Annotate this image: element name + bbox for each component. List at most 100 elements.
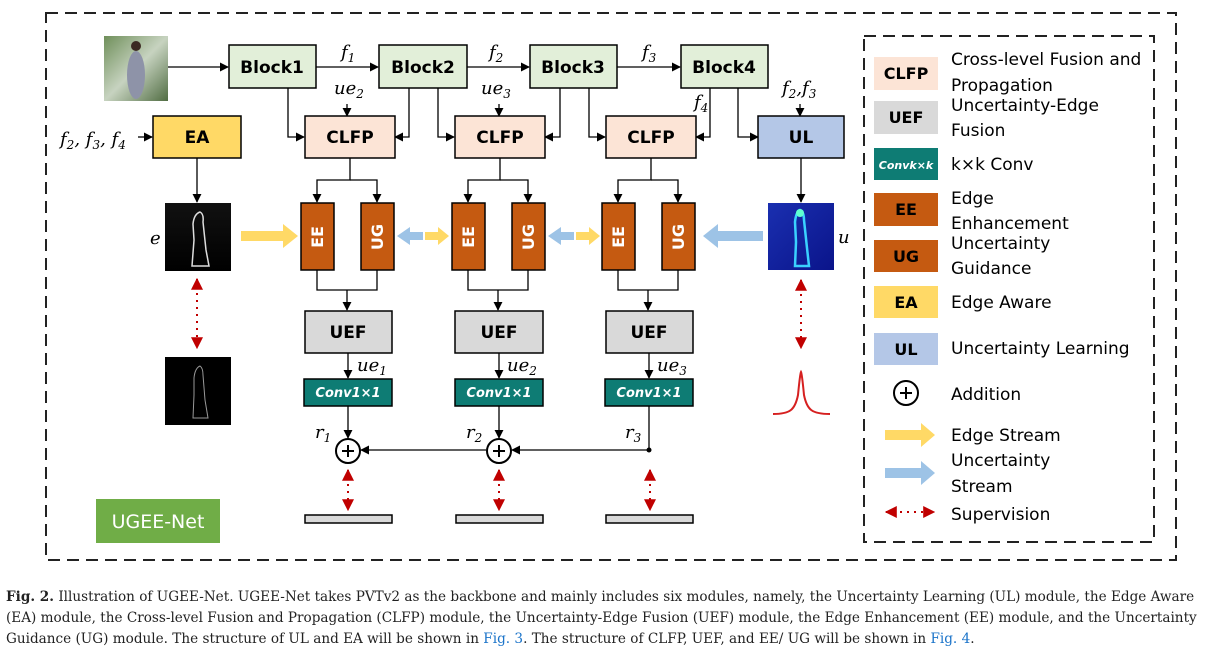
legend-text-ee-1: Edge: [951, 189, 994, 209]
clfp-2-label: CLFP: [476, 128, 523, 148]
r1-label: r1: [315, 422, 331, 445]
legend-swatch-ee: [874, 193, 938, 226]
output-maps: [304, 514, 694, 524]
ul-module: [757, 115, 845, 159]
ug-2-label: UG: [519, 224, 538, 250]
clfp-2: [454, 115, 546, 159]
legend-edge-stream-icon: [885, 423, 935, 447]
network-name-box: [96, 499, 220, 543]
legend-text-ee-2: Enhancement: [951, 214, 1069, 234]
ee-3-label: EE: [609, 226, 628, 248]
conv-2-label: Conv1×1: [466, 386, 531, 401]
ee-2-label: EE: [459, 226, 478, 248]
caption-text-1: Illustration of UGEE-Net. UGEE-Net takes…: [6, 589, 1197, 647]
ee-ug-modules: EE UG EE UG EE UG: [300, 202, 696, 271]
uncertainty-stream-arrow-1: [397, 227, 423, 245]
ug-3: [661, 202, 696, 271]
ea-ul-connectors: [138, 132, 806, 203]
ee-1-label: EE: [308, 226, 327, 248]
uncertainty-stream-arrow-3: [703, 224, 763, 248]
ea-module-label: EA: [185, 128, 211, 148]
figure-caption: Fig. 2. Illustration of UGEE-Net. UGEE-N…: [6, 587, 1220, 650]
legend-key-conv: Convk×k: [879, 159, 934, 172]
caption-fig-number: Fig. 2.: [6, 589, 54, 605]
outer-frame: [45, 12, 1177, 561]
ue3-label: ue3: [481, 78, 511, 101]
caption-link-fig3[interactable]: Fig. 3: [483, 631, 524, 647]
u-label: u: [838, 227, 850, 248]
network-name-label: UGEE-Net: [112, 511, 205, 533]
block4: [680, 44, 769, 89]
legend-swatch-conv: [874, 148, 938, 180]
conv-1-label: Conv1×1: [315, 386, 380, 401]
addition-nodes: [335, 438, 512, 464]
legend-text-edge-stream: Edge Stream: [951, 426, 1061, 446]
uef-3-label: UEF: [630, 323, 667, 343]
legend-text-uef-1: Uncertainty-Edge: [951, 96, 1099, 116]
clfp-to-eeug-connectors: [312, 158, 683, 203]
e-label: e: [150, 228, 161, 249]
uef-modules: UEF UEF UEF: [304, 310, 694, 354]
block1-label: Block1: [240, 58, 304, 78]
caption-text-3: .: [970, 631, 975, 647]
r3-label: r3: [625, 422, 642, 445]
legend-key-ea: EA: [894, 293, 918, 312]
block1: [228, 44, 317, 89]
clfp-1: [304, 115, 396, 159]
ue1-output-label: ue1: [357, 355, 387, 378]
block4-label: Block4: [692, 58, 756, 78]
block3: [529, 44, 618, 89]
output-bar-3: [605, 514, 694, 524]
backbone: Block1 Block2 Block3 Block4: [228, 44, 769, 89]
ue2-label: ue2: [334, 78, 364, 101]
uncertainty-map-image: [768, 203, 834, 270]
legend: CLFP Cross-level Fusion and Propagation …: [874, 50, 1141, 525]
legend-key-uef: UEF: [889, 108, 924, 127]
legend-text-clfp-1: Cross-level Fusion and: [951, 50, 1141, 70]
conv-2: [454, 378, 544, 407]
legend-text-addition: Addition: [951, 385, 1021, 405]
uef-to-conv-connectors: [343, 353, 654, 379]
legend-swatch-clfp: [874, 57, 938, 90]
legend-text-uncertainty-stream-1: Uncertainty: [951, 451, 1050, 471]
caption-link-fig4[interactable]: Fig. 4: [930, 631, 971, 647]
legend-key-ee: EE: [895, 200, 917, 219]
uef-2: [454, 310, 544, 354]
uef-3: [605, 310, 694, 354]
clfp-1-label: CLFP: [326, 128, 373, 148]
uef-1-label: UEF: [329, 323, 366, 343]
legend-swatch-ug: [874, 240, 938, 272]
f1-label: f1: [339, 42, 355, 65]
ug-2: [511, 202, 546, 271]
ee-1: [300, 202, 335, 271]
f2-label: f2: [487, 42, 503, 65]
clfp-connectors: [287, 88, 805, 142]
conv-modules: Conv1×1 Conv1×1 Conv1×1: [303, 378, 694, 407]
uncertainty-stream-arrows: [397, 224, 763, 248]
f4-label: f4: [692, 92, 708, 115]
legend-frame: [863, 35, 1155, 543]
edge-gt-image: [165, 357, 231, 425]
block3-label: Block3: [541, 58, 605, 78]
legend-text-conv: k×k Conv: [951, 155, 1033, 175]
legend-text-uncertainty-stream-2: Stream: [951, 477, 1013, 497]
edge-stream-arrow-3: [576, 227, 600, 245]
legend-text-ug-1: Uncertainty: [951, 234, 1050, 254]
legend-text-supervision: Supervision: [951, 505, 1050, 525]
f3-label: f3: [640, 42, 657, 65]
legend-key-clfp: CLFP: [884, 64, 929, 83]
clfp-modules: CLFP CLFP CLFP: [304, 115, 697, 159]
residual-junction: [646, 447, 652, 453]
legend-swatch-ea: [874, 286, 938, 318]
r2-label: r2: [466, 422, 482, 445]
edge-stream-arrow-2: [425, 227, 449, 245]
legend-text-clfp-2: Propagation: [951, 76, 1053, 96]
conv-3-label: Conv1×1: [616, 386, 681, 401]
ug-3-label: UG: [669, 224, 688, 250]
uef-2-label: UEF: [480, 323, 517, 343]
uncertainty-distribution-curve: [772, 369, 831, 415]
architecture-diagram: Block1 Block2 Block3 Block4 f1 f2 f3 ue2…: [45, 12, 1177, 561]
conv-to-sum-connectors: [343, 406, 650, 455]
ue2-output-label: ue2: [507, 355, 537, 378]
legend-key-ul: UL: [894, 340, 917, 359]
